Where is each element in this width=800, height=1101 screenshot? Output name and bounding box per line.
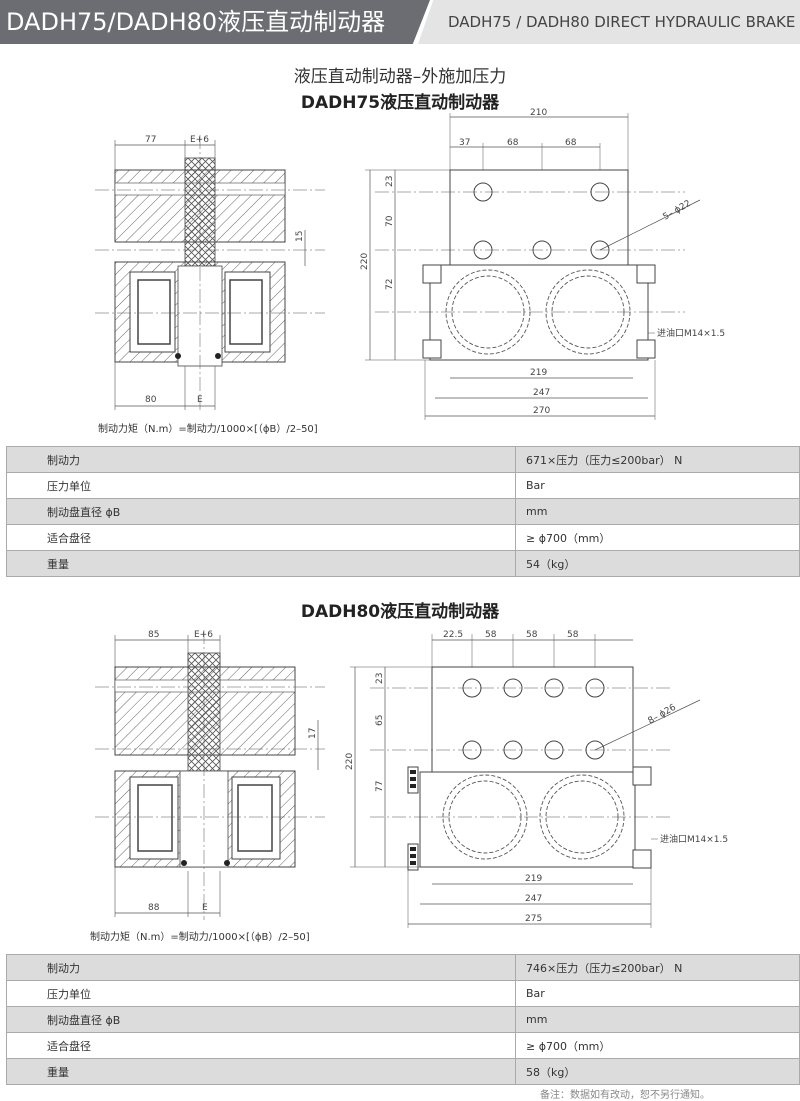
dim-d2: 58 <box>526 630 538 640</box>
spec-label: 适合盘径 <box>6 1032 516 1059</box>
dim-d3: 58 <box>567 630 579 640</box>
dim-side: 15 <box>295 231 305 242</box>
page-subtitle: 液压直动制动器–外施加压力 <box>293 67 507 87</box>
dim-w2: 247 <box>525 894 542 904</box>
dim-height: 220 <box>345 753 355 770</box>
dadh75-front-drawing: 210 37 68 68 220 23 70 72 5– ϕ22 进油口M14×… <box>360 108 725 420</box>
dim-bottom-b: E <box>197 395 203 405</box>
spec-value: Bar <box>515 472 800 499</box>
dim-height: 220 <box>360 253 370 270</box>
dadh80-formula: 制动力矩（N.m）=制动力/1000×[（ϕB）/2–50] <box>90 932 310 943</box>
dadh75-formula: 制动力矩（N.m）=制动力/1000×[（ϕB）/2–50] <box>98 424 318 435</box>
table-row: 适合盘径≥ ϕ700（mm） <box>6 524 800 551</box>
spec-value: ≥ ϕ700（mm） <box>515 524 800 551</box>
holes-label: 8– ϕ26 <box>647 703 679 727</box>
dim-d3: 68 <box>565 138 577 148</box>
dim-d2: 68 <box>507 138 519 148</box>
dim-w1: 219 <box>530 368 547 378</box>
spec-label: 重量 <box>6 550 516 577</box>
dim-w1: 219 <box>525 874 542 884</box>
oil-label: 进油口M14×1.5 <box>657 327 725 339</box>
dim-h2: 70 <box>385 215 395 227</box>
spec-label: 制动力 <box>6 954 516 981</box>
spec-label: 压力单位 <box>6 980 516 1007</box>
dim-h3: 77 <box>375 781 385 792</box>
dim-d1: 37 <box>459 138 470 148</box>
dim-w3: 275 <box>525 914 542 924</box>
dim-top-a: 85 <box>148 630 159 640</box>
spec-label: 压力单位 <box>6 472 516 499</box>
dadh80-section-drawing: 85 E+6 17 88 E <box>95 630 325 920</box>
header-banner: DADH75/DADH80液压直动制动器 DADH75 / DADH80 DIR… <box>0 0 800 44</box>
model-title-dadh80: DADH80液压直动制动器 <box>300 602 500 622</box>
dim-width-top: 210 <box>530 108 547 118</box>
dim-bottom-a: 88 <box>148 903 160 913</box>
dim-w2: 247 <box>533 388 550 398</box>
header-title-cn: DADH75/DADH80液压直动制动器 <box>0 0 430 44</box>
spec-value: mm <box>515 498 800 525</box>
dim-h1: 23 <box>375 673 385 684</box>
spec-label: 制动盘直径 ϕB <box>6 498 516 525</box>
table-row: 适合盘径≥ ϕ700（mm） <box>6 1032 800 1059</box>
dim-top-b: E+6 <box>190 135 209 145</box>
dim-bottom-b: E <box>202 903 208 913</box>
dim-h3: 72 <box>385 279 395 290</box>
holes-label: 5– ϕ22 <box>662 199 693 223</box>
spec-label: 重量 <box>6 1058 516 1085</box>
spec-value: 54（kg） <box>515 550 800 577</box>
spec-value: 58（kg） <box>515 1058 800 1085</box>
dadh80-front-drawing: 22.5 58 58 58 220 23 65 77 8– ϕ26 进油口M14… <box>345 630 728 928</box>
dim-h2: 65 <box>375 715 385 726</box>
footnote: 备注：数据如有改动，恕不另行通知。 <box>540 1090 710 1101</box>
dim-d0: 22.5 <box>443 630 463 640</box>
dim-top-a: 77 <box>145 135 156 145</box>
dim-top-b: E+6 <box>194 630 213 640</box>
spec-value: ≥ ϕ700（mm） <box>515 1032 800 1059</box>
dim-h1: 23 <box>385 176 395 187</box>
spec-value: mm <box>515 1006 800 1033</box>
dadh75-section-drawing: 77 E+6 15 80 E <box>95 135 325 410</box>
spec-label: 制动盘直径 ϕB <box>6 1006 516 1033</box>
dim-w3: 270 <box>533 406 550 416</box>
dim-d1: 58 <box>485 630 497 640</box>
dim-side: 17 <box>308 728 318 739</box>
spec-label: 制动力 <box>6 446 516 473</box>
spec-value: 746×压力（压力≤200bar） N <box>515 954 800 981</box>
spec-label: 适合盘径 <box>6 524 516 551</box>
oil-label: 进油口M14×1.5 <box>660 833 728 845</box>
spec-value: 671×压力（压力≤200bar） N <box>515 446 800 473</box>
header-title-en: DADH75 / DADH80 DIRECT HYDRAULIC BRAKE <box>418 0 800 44</box>
dim-bottom-a: 80 <box>145 395 157 405</box>
model-title-dadh75: DADH75液压直动制动器 <box>300 93 500 113</box>
spec-value: Bar <box>515 980 800 1007</box>
